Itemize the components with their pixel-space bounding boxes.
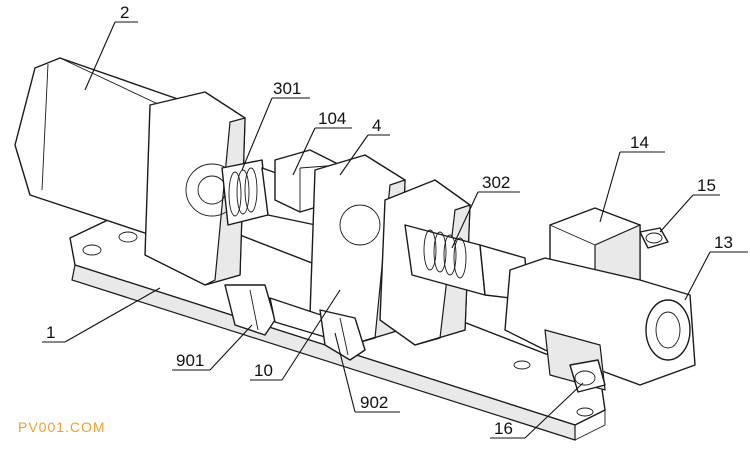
callout-label-2: 2 bbox=[120, 3, 129, 22]
callout-label-14: 14 bbox=[630, 133, 649, 152]
watermark-text: PV001.COM bbox=[18, 419, 106, 435]
callout-label-13: 13 bbox=[714, 233, 733, 252]
fitting-16 bbox=[569, 359, 606, 393]
callout-label-302: 302 bbox=[482, 173, 510, 192]
callout-label-15: 15 bbox=[697, 176, 716, 195]
sensor-bracket-901 bbox=[224, 284, 276, 336]
fitting-15 bbox=[639, 227, 669, 249]
callout-label-901: 901 bbox=[176, 351, 204, 370]
callout-label-301: 301 bbox=[273, 79, 301, 98]
callout-label-1: 1 bbox=[46, 323, 55, 342]
callout-label-104: 104 bbox=[318, 109, 346, 128]
housing-13 bbox=[504, 257, 696, 391]
coupling-302 bbox=[404, 224, 529, 301]
callout-label-10: 10 bbox=[254, 361, 273, 380]
callout-label-16: 16 bbox=[494, 419, 513, 438]
callout-labels: 2 301 104 4 14 302 15 13 1 901 10 902 16 bbox=[46, 3, 733, 438]
callout-label-902: 902 bbox=[360, 393, 388, 412]
leader-lines bbox=[42, 21, 748, 439]
callout-label-4: 4 bbox=[372, 116, 381, 135]
sensor-bracket-902 bbox=[319, 309, 366, 361]
